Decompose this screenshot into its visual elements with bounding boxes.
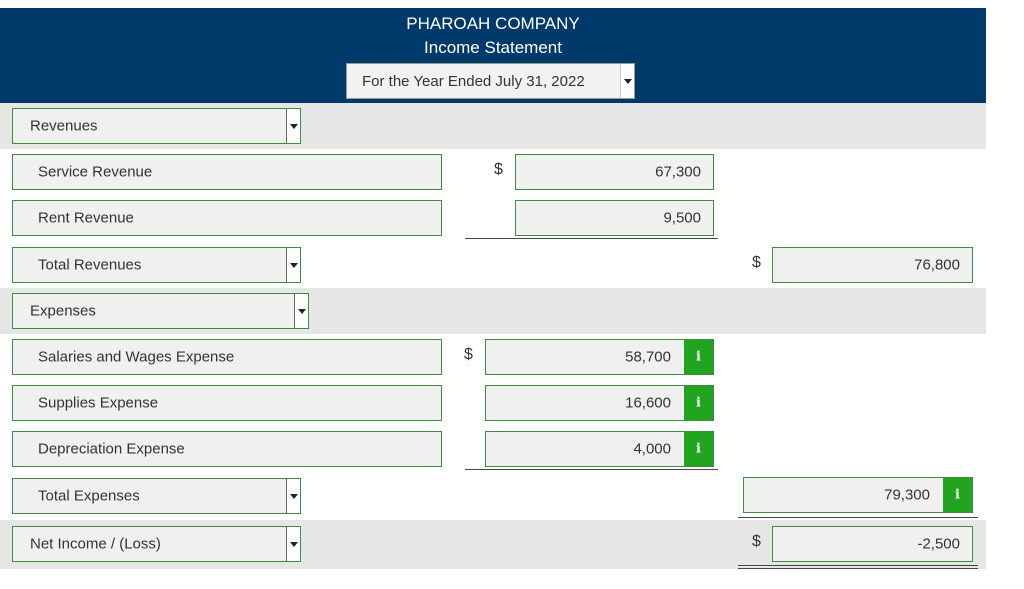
total-expenses-select[interactable]: Total Expenses <box>12 478 301 514</box>
rent-revenue-label: Rent Revenue <box>38 209 134 227</box>
salaries-expense-amount-input[interactable]: 58,700 i <box>485 339 714 375</box>
salaries-expense-field[interactable]: Salaries and Wages Expense <box>12 339 442 375</box>
total-revenues-amount-input[interactable]: 76,800 <box>772 247 973 283</box>
double-rule-bottom <box>738 568 978 569</box>
depreciation-expense-label: Depreciation Expense <box>38 440 185 458</box>
dollar-sign: $ <box>494 161 503 178</box>
chevron-down-icon[interactable] <box>294 294 308 328</box>
total-rule <box>738 517 978 518</box>
info-icon[interactable]: i <box>684 432 713 466</box>
supplies-expense-amount: 16,600 <box>625 394 671 412</box>
salaries-expense-label: Salaries and Wages Expense <box>38 348 235 366</box>
info-icon[interactable]: i <box>943 478 972 512</box>
total-expenses-amount-input[interactable]: 79,300 i <box>743 477 973 513</box>
total-revenues-amount: 76,800 <box>914 256 960 274</box>
total-revenues-select[interactable]: Total Revenues <box>12 247 301 283</box>
chevron-down-icon[interactable] <box>286 479 300 513</box>
supplies-expense-label: Supplies Expense <box>38 394 159 412</box>
statement-header: PHAROAH COMPANY Income Statement For the… <box>0 8 986 103</box>
service-revenue-field[interactable]: Service Revenue <box>12 154 442 190</box>
dollar-sign: $ <box>752 533 761 550</box>
service-revenue-label: Service Revenue <box>38 163 153 181</box>
subtotal-rule <box>465 469 718 470</box>
net-income-amount: -2,500 <box>917 535 960 553</box>
expenses-heading-select[interactable]: Expenses <box>12 293 309 329</box>
double-rule-top <box>738 565 978 566</box>
company-name: PHAROAH COMPANY <box>406 14 580 33</box>
rent-revenue-amount-input[interactable]: 9,500 <box>515 200 714 236</box>
period-select-value: For the Year Ended July 31, 2022 <box>362 73 585 90</box>
chevron-down-icon[interactable] <box>286 248 300 282</box>
rent-revenue-field[interactable]: Rent Revenue <box>12 200 442 236</box>
depreciation-expense-field[interactable]: Depreciation Expense <box>12 431 442 467</box>
dollar-sign: $ <box>752 254 761 271</box>
total-revenues-label: Total Revenues <box>38 256 142 274</box>
subtotal-rule <box>465 238 718 239</box>
info-icon[interactable]: i <box>684 386 713 420</box>
net-income-select[interactable]: Net Income / (Loss) <box>12 526 301 562</box>
service-revenue-amount: 67,300 <box>655 163 701 181</box>
supplies-expense-amount-input[interactable]: 16,600 i <box>485 385 714 421</box>
chevron-down-icon[interactable] <box>620 64 634 98</box>
rent-revenue-amount: 9,500 <box>663 209 701 227</box>
period-select[interactable]: For the Year Ended July 31, 2022 <box>346 63 635 99</box>
revenues-heading-label: Revenues <box>30 117 98 135</box>
total-expenses-label: Total Expenses <box>38 487 140 505</box>
salaries-expense-amount: 58,700 <box>625 348 671 366</box>
supplies-expense-field[interactable]: Supplies Expense <box>12 385 442 421</box>
chevron-down-icon[interactable] <box>286 527 300 561</box>
expenses-heading-label: Expenses <box>30 302 96 320</box>
total-expenses-amount: 79,300 <box>884 486 930 504</box>
net-income-amount-input[interactable]: -2,500 <box>772 526 973 562</box>
statement-title: Income Statement <box>424 38 562 57</box>
chevron-down-icon[interactable] <box>286 109 300 143</box>
net-income-label: Net Income / (Loss) <box>30 535 161 553</box>
service-revenue-amount-input[interactable]: 67,300 <box>515 154 714 190</box>
dollar-sign: $ <box>464 346 473 363</box>
depreciation-expense-amount: 4,000 <box>633 440 671 458</box>
depreciation-expense-amount-input[interactable]: 4,000 i <box>485 431 714 467</box>
info-icon[interactable]: i <box>684 340 713 374</box>
revenues-heading-select[interactable]: Revenues <box>12 108 301 144</box>
